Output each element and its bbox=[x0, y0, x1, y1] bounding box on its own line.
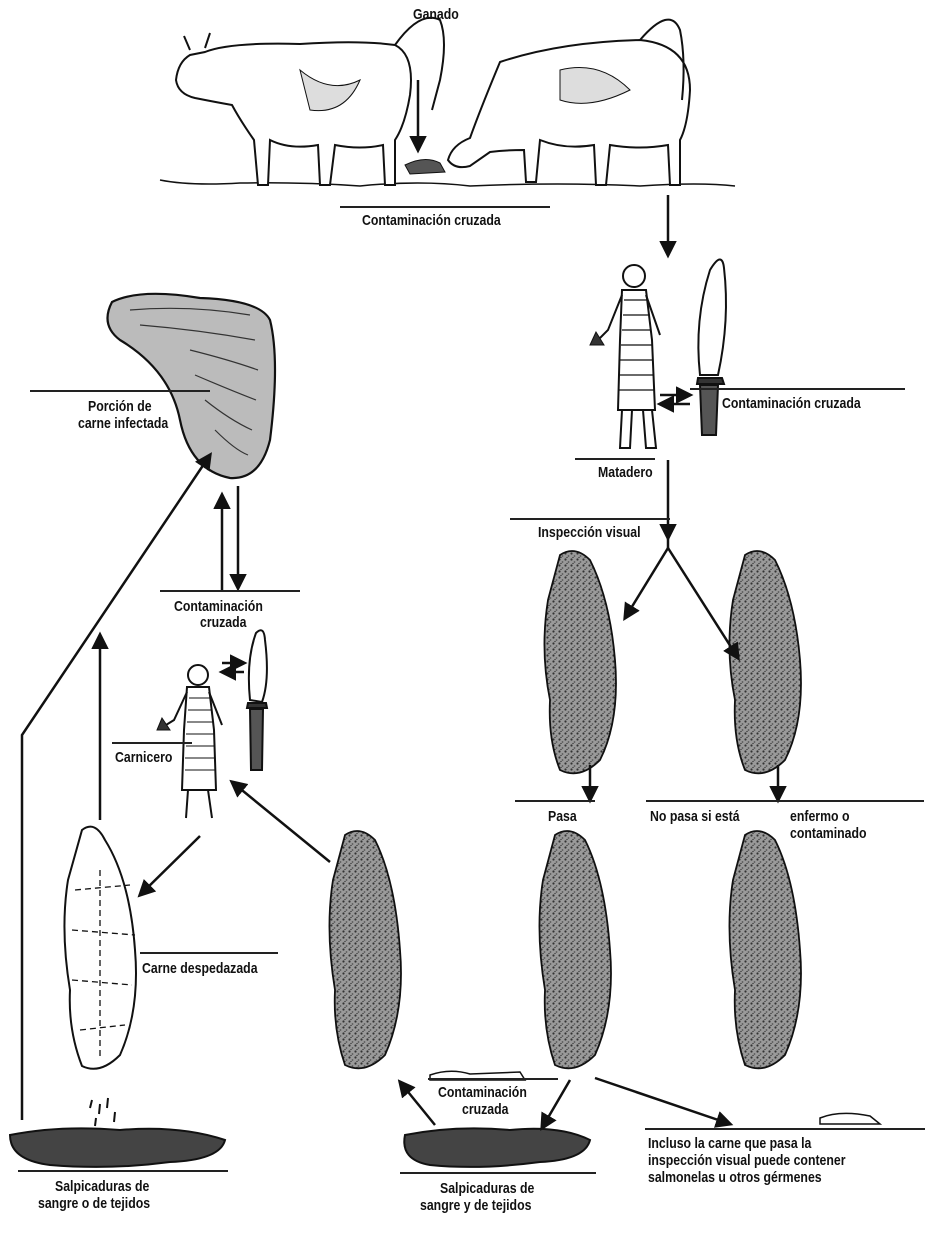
label-incluso-line3: salmonelas u otros gérmenes bbox=[648, 1169, 822, 1186]
label-no-pasa: No pasa si está bbox=[650, 808, 740, 825]
label-carne-despedazada: Carne despedazada bbox=[142, 960, 258, 977]
carcass-to-butcher bbox=[329, 831, 401, 1068]
label-ganado: Ganado bbox=[413, 6, 459, 23]
blood-splatter-left bbox=[10, 1128, 225, 1167]
carne-despedazada-rule bbox=[140, 952, 278, 954]
no-pasa-rule bbox=[646, 800, 924, 802]
arrow-passed-to-splatter bbox=[542, 1080, 570, 1128]
cc-butcher-rule bbox=[160, 590, 300, 592]
arrow-passed-to-note bbox=[595, 1078, 730, 1124]
cc-bottom-rule bbox=[428, 1078, 558, 1080]
arrow-splatter-to-carcass bbox=[400, 1082, 435, 1125]
label-salp-right-line1: Salpicaduras de bbox=[440, 1180, 534, 1197]
label-matadero: Matadero bbox=[598, 464, 653, 481]
incluso-rule bbox=[645, 1128, 925, 1130]
salp-left-rule bbox=[18, 1170, 228, 1172]
label-cc-butcher-line2: cruzada bbox=[200, 614, 246, 631]
cc-top-rule bbox=[340, 206, 550, 208]
label-salp-left-line1: Salpicaduras de bbox=[55, 1178, 149, 1195]
label-cc-bottom-line1: Contaminación bbox=[438, 1084, 527, 1101]
label-pasa: Pasa bbox=[548, 808, 577, 825]
label-incluso-line1: Incluso la carne que pasa la bbox=[648, 1135, 811, 1152]
carcass-inspection-left bbox=[544, 551, 616, 773]
slaughterhouse-worker-illustration bbox=[590, 265, 660, 448]
label-porcion-line1: Porción de bbox=[88, 398, 152, 415]
label-cross-contamination-top: Contaminación cruzada bbox=[362, 212, 501, 229]
porcion-rule bbox=[30, 390, 210, 392]
label-cross-contamination-slaughter: Contaminación cruzada bbox=[722, 395, 861, 412]
label-carnicero: Carnicero bbox=[115, 749, 172, 766]
arrow-butcher-to-cut-meat bbox=[140, 836, 200, 895]
label-cc-butcher-line1: Contaminación bbox=[174, 598, 263, 615]
ganado-rule bbox=[300, 36, 440, 38]
label-salp-left-line2: sangre o de tejidos bbox=[38, 1195, 150, 1212]
blood-splatter-right bbox=[404, 1128, 590, 1167]
carcass-rejected bbox=[729, 831, 801, 1068]
label-incluso-line2: inspección visual puede contener bbox=[648, 1152, 846, 1169]
butchered-meat-illustration bbox=[64, 827, 136, 1126]
arrow-inspection-left bbox=[625, 548, 668, 618]
carnicero-rule bbox=[112, 742, 192, 744]
infected-meat-portion-illustration bbox=[108, 294, 276, 478]
carcass-passed bbox=[539, 831, 611, 1068]
carcass-inspection-right bbox=[729, 551, 801, 773]
label-salp-right-line2: sangre y de tejidos bbox=[420, 1197, 531, 1214]
cc-slaughter-rule bbox=[690, 388, 905, 390]
label-enfermo-line1: enfermo o bbox=[790, 808, 849, 825]
label-cc-bottom-line2: cruzada bbox=[462, 1101, 508, 1118]
arrow-carcass-to-butcher bbox=[232, 782, 330, 862]
label-enfermo-line2: contaminado bbox=[790, 825, 867, 842]
cattle-illustration bbox=[160, 18, 735, 186]
pasa-rule bbox=[515, 800, 595, 802]
label-inspeccion-visual: Inspección visual bbox=[538, 524, 641, 541]
salp-right-rule bbox=[400, 1172, 596, 1174]
arrow-inspection-right bbox=[668, 548, 738, 658]
label-porcion-line2: carne infectada bbox=[78, 415, 168, 432]
inspeccion-rule bbox=[510, 518, 670, 520]
matadero-rule bbox=[575, 458, 655, 460]
butcher-knife-illustration bbox=[247, 630, 267, 770]
